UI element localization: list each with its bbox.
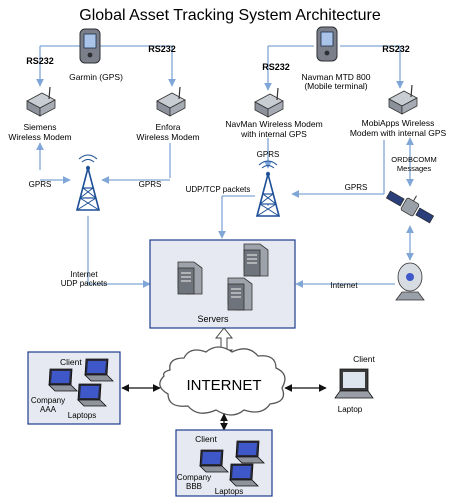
enfora-modem-icon	[156, 86, 186, 117]
navman-modem-icon	[254, 87, 284, 118]
client-aaa-company-name: AAA	[40, 405, 57, 414]
client-aaa-laptops: Laptops	[68, 411, 96, 420]
internet-udp-label-line1: Internet	[70, 270, 98, 279]
servers-box	[149, 239, 296, 329]
siemens-label-line1: Siemens	[23, 122, 56, 132]
navman-label-line1: Navman MTD 800	[302, 72, 371, 82]
rs232-label-left-2: RS232	[148, 44, 176, 54]
server-icon-3	[227, 277, 253, 311]
udp-tcp-label: UDP/TCP packets	[186, 185, 251, 194]
mobiapps-modem-icon	[388, 84, 418, 115]
enfora-label-line1: Enfora	[155, 122, 180, 132]
client-aaa-title: Client	[60, 357, 82, 367]
gprs-label-right-tower: GPRS	[257, 150, 280, 159]
garmin-device-icon	[79, 28, 101, 64]
garmin-label: Garmin (GPS)	[69, 72, 123, 82]
gprs-label-right-link: GPRS	[345, 183, 368, 192]
rs232-label-right-1: RS232	[262, 62, 290, 72]
client-aaa-company: Company	[31, 396, 65, 405]
rs232-label-right-2: RS232	[382, 44, 410, 54]
internet-cloud-label: INTERNET	[187, 377, 262, 394]
internet-cloud-icon	[159, 346, 286, 416]
client-bbb-company-name: BBB	[186, 482, 202, 491]
navman-device-icon	[316, 26, 338, 62]
orbcomm-label-line1: ORDBCOMM	[391, 155, 436, 164]
rs232-label-left-1: RS232	[26, 56, 54, 66]
satellite-dish-icon	[395, 262, 425, 301]
enfora-label-line2: Wireless Modem	[136, 132, 199, 142]
siemens-label-line2: Wireless Modem	[8, 132, 71, 142]
client-laptop-title: Client	[353, 354, 375, 364]
mobiapps-label-line1: MobiApps Wireless	[362, 118, 435, 128]
orbcomm-label-line2: Messages	[397, 164, 431, 173]
client-laptop-label: Laptop	[338, 405, 363, 414]
connector-lines	[36, 45, 414, 288]
gprs-label-left-1: GPRS	[29, 180, 52, 189]
laptop-icon-single	[334, 368, 374, 399]
servers-label: Servers	[197, 314, 229, 324]
client-bbb-laptops: Laptops	[215, 487, 243, 496]
client-bbb-title: Client	[195, 434, 217, 444]
navman-modem-label-line1: NavMan Wireless Modem	[225, 119, 322, 129]
mobiapps-label-line2: Modem with internal GPS	[350, 128, 447, 138]
gprs-tower-right-icon	[256, 160, 280, 217]
gprs-label-left-2: GPRS	[139, 180, 162, 189]
navman-label-line2: (Mobile terminal)	[304, 81, 367, 91]
client-links	[121, 384, 327, 431]
gprs-tower-left-icon	[76, 154, 100, 211]
internet-udp-label-line2: UDP packets	[61, 279, 108, 288]
diagram-title: Global Asset Tracking System Architectur…	[79, 7, 381, 24]
navman-modem-label-line2: with internal GPS	[240, 129, 307, 139]
server-icon-2	[243, 243, 269, 277]
siemens-modem-icon	[26, 86, 56, 117]
client-bbb-company: Company	[177, 473, 211, 482]
satellite-icon	[385, 190, 435, 224]
internet-link-label: Internet	[330, 281, 358, 290]
server-icon-1	[177, 261, 203, 295]
